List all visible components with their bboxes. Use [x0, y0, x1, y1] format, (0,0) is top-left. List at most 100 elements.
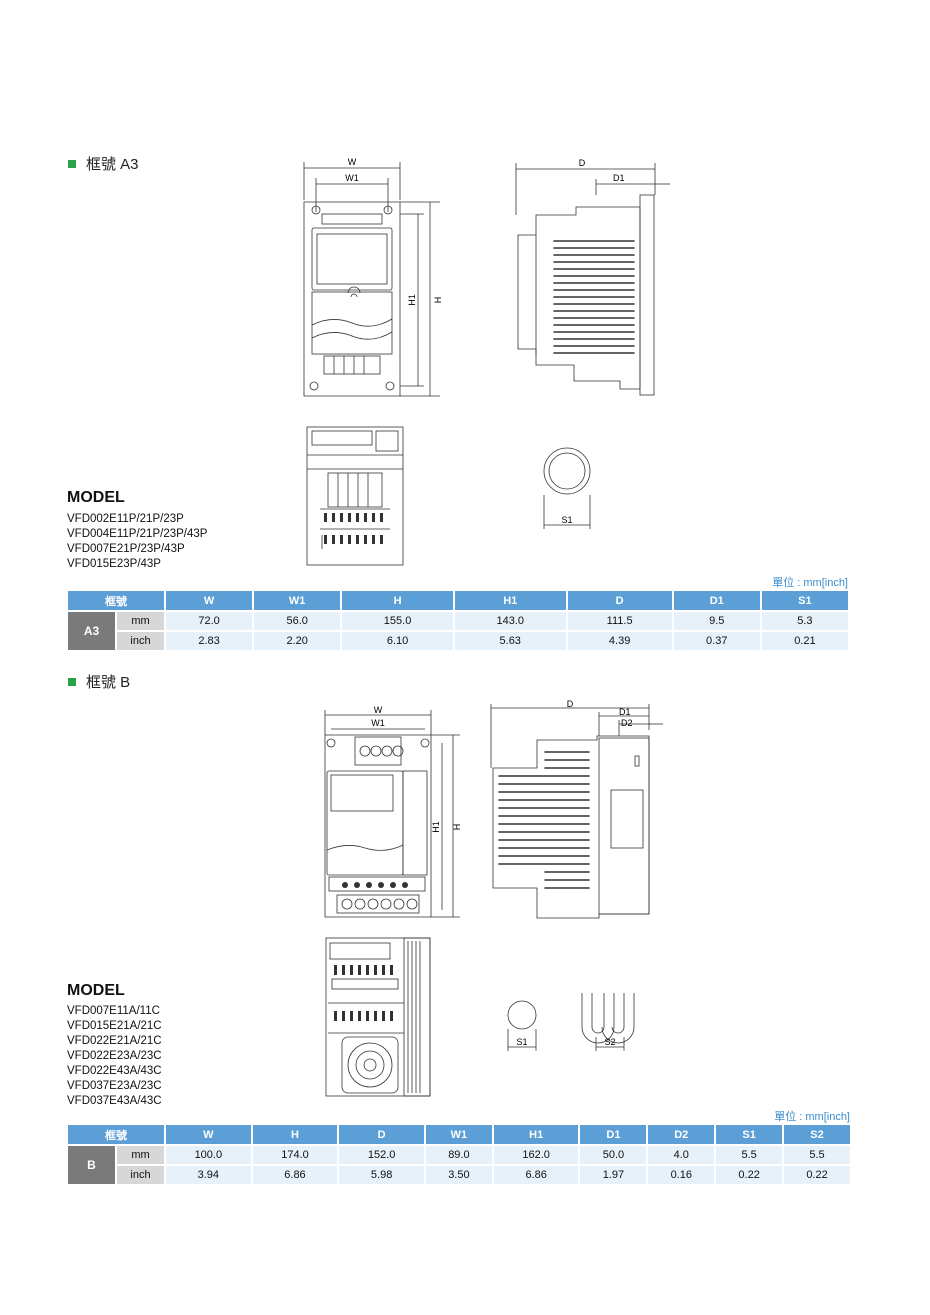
table-header-s1: S1: [761, 591, 848, 610]
table-header-w: W: [166, 591, 253, 610]
table-row: inch 3.94 6.86 5.98 3.50 6.86 1.97 0.16 …: [68, 1166, 850, 1184]
table-cell: 4.39: [567, 632, 672, 650]
a3-spec-table: 框號 W W1 H H1 D D1 S1 A3 mm 72.0 56.0 155…: [66, 589, 850, 652]
table-cell: 0.21: [761, 632, 848, 650]
b-side-view-drawing: D D1 D2: [490, 699, 663, 919]
table-header-h: H: [342, 591, 453, 610]
b-model-item: VFD022E43A/43C: [67, 1065, 162, 1077]
table-cell: 152.0: [339, 1146, 424, 1164]
table-cell: 56.0: [254, 612, 341, 630]
b-d1-label: D1: [619, 707, 631, 717]
a3-w-label: W: [348, 157, 357, 167]
b-d-label: D: [567, 699, 574, 709]
table-header-d2: D2: [648, 1125, 715, 1144]
table-cell: 89.0: [425, 1146, 492, 1164]
table-cell: 162.0: [493, 1146, 579, 1164]
table-cell: 5.5: [784, 1146, 850, 1164]
a3-model-title: MODEL: [67, 489, 125, 506]
table-header-d: D: [567, 591, 672, 610]
table-header-frame: 框號: [68, 591, 164, 610]
table-cell: 2.83: [166, 632, 253, 650]
table-cell: 143.0: [454, 612, 566, 630]
a3-w1-label: W1: [345, 173, 359, 183]
table-header-d: D: [339, 1125, 424, 1144]
b-s1-s2-hole-drawing: S1 S2: [507, 993, 635, 1051]
table-cell: 155.0: [342, 612, 453, 630]
a3-s1-hole-drawing: S1: [543, 447, 591, 529]
table-header-w1: W1: [254, 591, 341, 610]
b-model-item: VFD022E21A/21C: [67, 1035, 162, 1047]
b-unit-note: 單位 : mm[inch]: [774, 1111, 850, 1123]
table-cell: 9.5: [673, 612, 760, 630]
a3-h1-label: H1: [407, 294, 417, 306]
square-bullet-icon: [68, 159, 76, 168]
b-model-item: VFD007E11A/11C: [67, 1005, 160, 1017]
a3-bottom-view-drawing: [306, 426, 404, 566]
table-unit-cell: mm: [117, 1146, 164, 1164]
table-header-h1: H1: [454, 591, 566, 610]
table-unit-cell: inch: [117, 1166, 164, 1184]
a3-model-list: VFD002E11P/21P/23P VFD004E11P/21P/23P/43…: [67, 512, 207, 572]
table-header-row: 框號 W H D W1 H1 D1 D2 S1 S2: [68, 1125, 850, 1144]
a3-model-item: VFD007E21P/23P/43P: [67, 543, 185, 555]
b-model-item: VFD037E23A/23C: [67, 1080, 162, 1092]
b-model-item: VFD015E21A/21C: [67, 1020, 162, 1032]
a3-model-item: VFD004E11P/21P/23P/43P: [67, 528, 208, 540]
table-frame-cell: A3: [68, 612, 115, 650]
b-h-label: H: [452, 824, 462, 831]
table-header-w: W: [166, 1125, 251, 1144]
b-h1-label: H1: [431, 821, 441, 833]
b-model-list: VFD007E11A/11C VFD015E21A/21C VFD022E21A…: [67, 1004, 162, 1109]
table-cell: 5.3: [761, 612, 848, 630]
table-header-w1: W1: [425, 1125, 492, 1144]
b-model-title: MODEL: [67, 982, 125, 999]
table-cell: 6.86: [252, 1166, 338, 1184]
table-header-s2: S2: [784, 1125, 850, 1144]
table-frame-cell: B: [68, 1146, 115, 1184]
table-cell: 2.20: [254, 632, 341, 650]
b-model-item: VFD022E23A/23C: [67, 1050, 162, 1062]
a3-d-label: D: [579, 158, 586, 168]
frame-a3-heading: 框號 A3: [68, 153, 139, 174]
table-cell: 50.0: [580, 1146, 647, 1164]
square-bullet-icon: [68, 677, 76, 686]
a3-side-view-drawing: D D1: [515, 158, 670, 396]
table-cell: 5.63: [454, 632, 566, 650]
table-header-frame: 框號: [68, 1125, 164, 1144]
table-cell: 4.0: [648, 1146, 715, 1164]
table-cell: 0.16: [648, 1166, 715, 1184]
b-w-label: W: [374, 705, 383, 715]
table-cell: 5.98: [339, 1166, 424, 1184]
table-cell: 6.86: [493, 1166, 579, 1184]
a3-model-item: VFD015E23P/43P: [67, 558, 161, 570]
table-row: inch 2.83 2.20 6.10 5.63 4.39 0.37 0.21: [68, 632, 848, 650]
a3-front-view-drawing: W W1 H1 H: [303, 157, 443, 397]
table-header-d1: D1: [673, 591, 760, 610]
a3-d1-label: D1: [613, 173, 625, 183]
frame-b-heading-text: 框號 B: [86, 674, 131, 691]
table-cell: 6.10: [342, 632, 453, 650]
b-bottom-view-drawing: [325, 937, 431, 1097]
table-cell: 0.22: [784, 1166, 850, 1184]
b-model-item: VFD037E43A/43C: [67, 1095, 162, 1107]
table-row: B mm 100.0 174.0 152.0 89.0 162.0 50.0 4…: [68, 1146, 850, 1184]
table-row: A3 mm 72.0 56.0 155.0 143.0 111.5 9.5 5.…: [68, 612, 848, 650]
table-header-h1: H1: [493, 1125, 579, 1144]
table-cell: 100.0: [166, 1146, 251, 1164]
b-w1-label: W1: [371, 718, 385, 728]
b-s2-label: S2: [604, 1037, 615, 1047]
table-cell: 3.94: [166, 1166, 251, 1184]
table-header-row: 框號 W W1 H H1 D D1 S1: [68, 591, 848, 610]
table-cell: 1.97: [580, 1166, 647, 1184]
table-cell: 3.50: [425, 1166, 492, 1184]
a3-s1-label: S1: [561, 515, 572, 525]
a3-unit-note: 單位 : mm[inch]: [772, 577, 848, 589]
frame-a3-heading-text: 框號 A3: [86, 156, 139, 173]
table-cell: 0.22: [716, 1166, 783, 1184]
frame-b-heading: 框號 B: [68, 671, 130, 692]
table-header-d1: D1: [580, 1125, 647, 1144]
table-unit-cell: inch: [117, 632, 164, 650]
table-cell: 5.5: [716, 1146, 783, 1164]
a3-model-item: VFD002E11P/21P/23P: [67, 513, 184, 525]
table-header-s1: S1: [716, 1125, 783, 1144]
